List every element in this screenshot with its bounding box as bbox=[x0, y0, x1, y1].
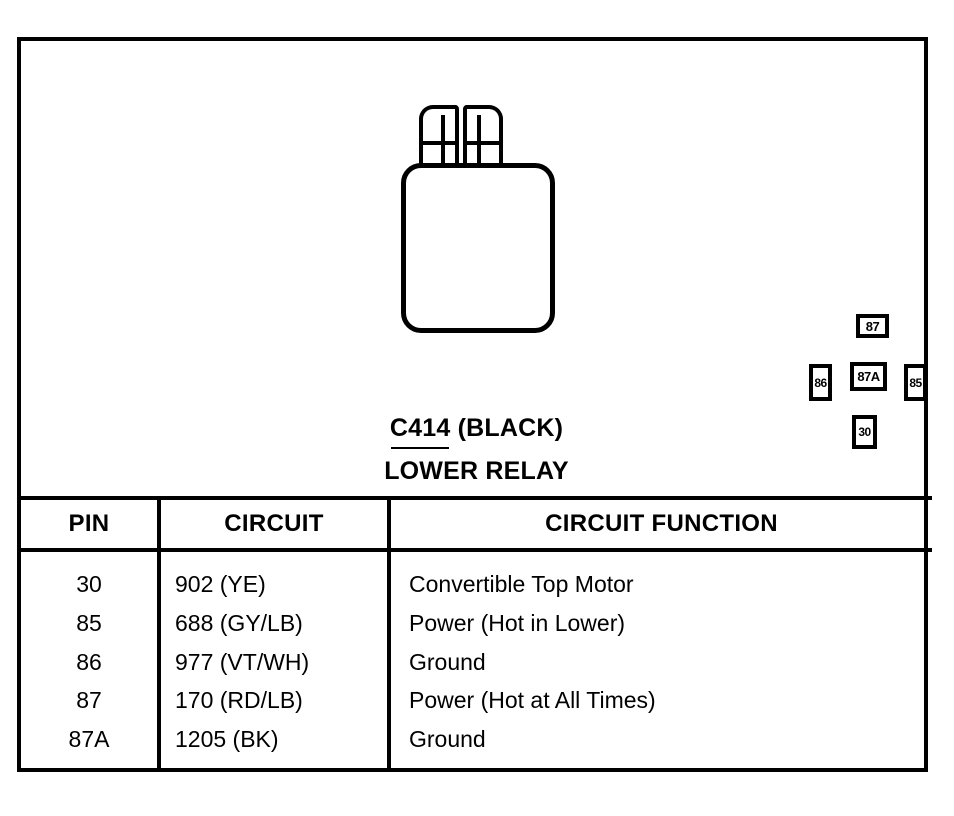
pin-terminal-30: 30 bbox=[852, 415, 877, 449]
locking-tab-right-half bbox=[463, 105, 503, 165]
cell-pin: 87 bbox=[21, 681, 161, 720]
cell-circuit: 170 (RD/LB) bbox=[159, 681, 391, 720]
connector-id-label: C414 bbox=[389, 414, 451, 449]
cell-pin: 85 bbox=[21, 604, 161, 643]
pinout-table: PIN CIRCUIT CIRCUIT FUNCTION 30 902 (YE)… bbox=[21, 496, 932, 772]
cell-function: Power (Hot in Lower) bbox=[409, 610, 626, 637]
cell-function: Power (Hot at All Times) bbox=[409, 687, 656, 714]
cell-pin: 87A bbox=[21, 719, 161, 772]
connector-color-label: (BLACK) bbox=[457, 414, 564, 442]
table-row: 87 170 (RD/LB) Power (Hot at All Times) bbox=[21, 681, 932, 720]
connector-illustration: 87 87A 86 85 30 C414 (BLACK) LOWER RELAY bbox=[21, 41, 932, 496]
table-row: 87A 1205 (BK) Ground bbox=[21, 719, 932, 772]
pin-terminal-87: 87 bbox=[856, 314, 889, 338]
locking-tab-divider-left-horizontal bbox=[419, 141, 459, 145]
table-row: 86 977 (VT/WH) Ground bbox=[21, 642, 932, 682]
locking-tab-left-half bbox=[419, 105, 459, 165]
table-row: 85 688 (GY/LB) Power (Hot in Lower) bbox=[21, 604, 932, 643]
cell-pin: 86 bbox=[21, 642, 161, 682]
column-header-circuit: CIRCUIT bbox=[159, 496, 391, 552]
pin-terminal-87a: 87A bbox=[850, 362, 887, 391]
cell-circuit: 688 (GY/LB) bbox=[159, 604, 391, 643]
connector-name-label: LOWER RELAY bbox=[384, 457, 569, 485]
cell-function: Convertible Top Motor bbox=[409, 570, 634, 597]
connector-locking-tab bbox=[419, 105, 503, 165]
column-header-pin: PIN bbox=[21, 496, 161, 552]
cell-circuit: 977 (VT/WH) bbox=[159, 642, 391, 682]
table-row: 30 902 (YE) Convertible Top Motor bbox=[21, 550, 932, 605]
cell-pin: 30 bbox=[21, 550, 161, 605]
connector-caption: C414 (BLACK) bbox=[21, 414, 932, 449]
cell-function: Ground bbox=[409, 648, 486, 675]
pin-terminal-86: 86 bbox=[809, 364, 832, 401]
locking-tab-divider-left-vertical bbox=[441, 115, 445, 165]
table-header-row: PIN CIRCUIT CIRCUIT FUNCTION bbox=[21, 496, 932, 552]
pinout-table-body: 30 902 (YE) Convertible Top Motor 85 688… bbox=[21, 550, 932, 772]
cell-function: Ground bbox=[409, 726, 486, 753]
diagram-page-frame: 87 87A 86 85 30 C414 (BLACK) LOWER RELAY… bbox=[17, 37, 932, 772]
cell-circuit: 902 (YE) bbox=[159, 550, 391, 605]
locking-tab-divider-right-horizontal bbox=[463, 141, 503, 145]
column-header-function: CIRCUIT FUNCTION bbox=[389, 496, 932, 552]
locking-tab-divider-right-vertical bbox=[477, 115, 481, 165]
cell-circuit: 1205 (BK) bbox=[159, 719, 391, 772]
relay-connector-body: 87 87A 86 85 30 bbox=[401, 163, 927, 449]
pin-terminal-85: 85 bbox=[904, 364, 927, 401]
